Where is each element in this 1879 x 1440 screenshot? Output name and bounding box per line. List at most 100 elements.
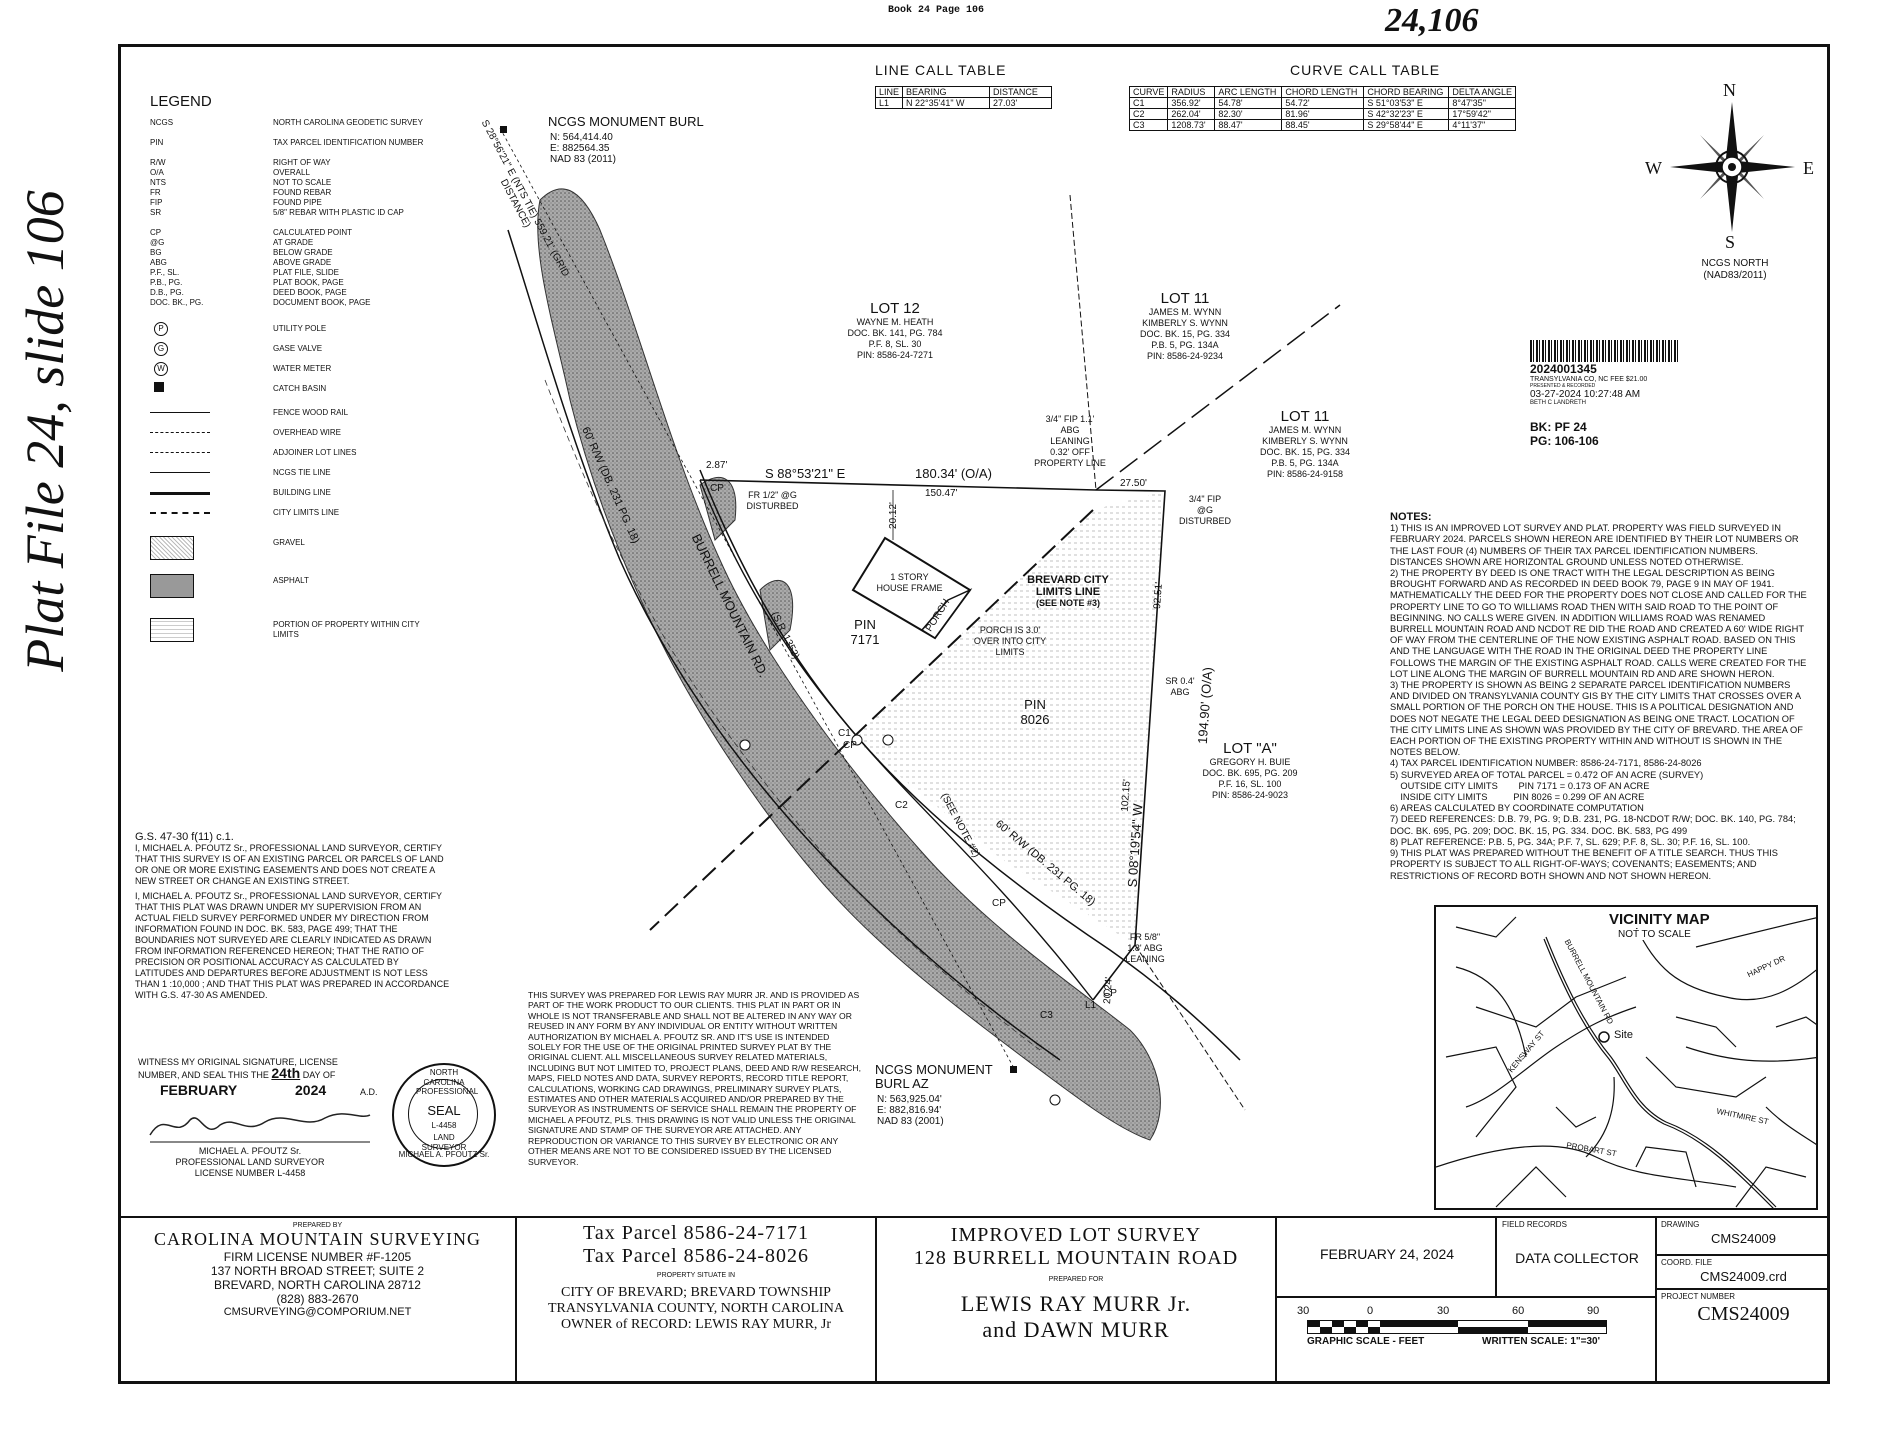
signature-icon	[149, 1113, 371, 1143]
legend-definition: AT GRADE	[273, 238, 314, 247]
witness-year: 2024	[295, 1082, 327, 1098]
legend-symbol-label: ADJOINER LOT LINES	[273, 448, 357, 457]
recording-number: 2024001345	[1530, 362, 1597, 376]
cp-label: CP	[992, 898, 1006, 909]
legend-definition: RIGHT OF WAY	[273, 158, 331, 167]
legend-abbrev: R/W	[150, 158, 166, 167]
legend-definition: PLAT BOOK, PAGE	[273, 278, 344, 287]
legend-definition: 5/8" REBAR WITH PLASTIC ID CAP	[273, 208, 404, 217]
legend-definition: FOUND PIPE	[273, 198, 322, 207]
firm-block: PREPARED BY CAROLINA MOUNTAIN SURVEYING …	[153, 1222, 482, 1318]
barcode-icon	[1530, 340, 1680, 362]
notes-list: 1) THIS IS AN IMPROVED LOT SURVEY AND PL…	[1390, 523, 1810, 882]
note-item: INSIDE CITY LIMITS PIN 8026 = 0.299 OF A…	[1390, 792, 1645, 803]
certification: G.S. 47-30 f(11) c.1. I, MICHAEL A. PFOU…	[135, 831, 450, 1001]
property-boundary	[699, 479, 1166, 1001]
curve-label: C3	[1040, 1010, 1053, 1021]
rw-line-right	[699, 469, 1241, 1061]
legend-symbol-label: WATER METER	[273, 364, 332, 373]
legend-symbol-label: GASE VALVE	[273, 344, 323, 353]
field-records-label: FIELD RECORDS	[1502, 1220, 1567, 1229]
graphic-scale-bar	[1307, 1320, 1607, 1334]
ncgs-burl-az-monument-icon	[1010, 1066, 1017, 1073]
legend-title: LEGEND	[150, 93, 212, 110]
ncgs-tie-line	[499, 127, 1016, 1071]
asphalt-swatch-icon	[150, 574, 194, 598]
ncgs-burl-datum: NAD 83 (2011)	[550, 154, 616, 165]
ncgs-burl-northing: N: 564,414.40	[550, 132, 613, 143]
gas-valve-icon: G	[154, 342, 168, 356]
fence-line-icon	[150, 412, 210, 413]
legend-definition: OVERALL	[273, 168, 310, 177]
asphalt-road	[537, 188, 1161, 1141]
city-limits-line	[649, 509, 1094, 931]
parcel-block: Tax Parcel 8586-24-7171 Tax Parcel 8586-…	[515, 1218, 875, 1383]
book-page-header: Book 24 Page 106	[888, 5, 985, 16]
line-label: L1	[1085, 1000, 1097, 1011]
legend-definition: NOT TO SCALE	[273, 178, 332, 187]
notes-title: NOTES:	[1390, 511, 1432, 523]
ncgs-burl-az-title: NCGS MONUMENT	[875, 1062, 993, 1077]
cp-label: CP	[710, 483, 724, 494]
adjoiner-line	[1134, 944, 1246, 1111]
surveyor-seal: NORTH CAROLINA PROFESSIONAL SEAL L-4458 …	[392, 1063, 496, 1167]
adjoiner-line-icon	[150, 452, 210, 453]
ncgs-burl-easting: E: 882564.35	[550, 143, 610, 154]
north-line-distance: 180.34' (O/A)	[915, 466, 992, 481]
overhead-wire	[544, 379, 1041, 1051]
survey-title-block: IMPROVED LOT SURVEY 128 BURRELL MOUNTAIN…	[875, 1218, 1275, 1383]
legend-abbrev: D.B., PG.	[150, 288, 184, 297]
legend-symbol-label: BUILDING LINE	[273, 488, 331, 497]
note-item: 1) THIS IS AN IMPROVED LOT SURVEY AND PL…	[1390, 523, 1802, 567]
curve-label: C2	[895, 800, 908, 811]
legend-symbol-label: CATCH BASIN	[273, 384, 327, 393]
recording-presented: PRESENTED & RECORDED	[1530, 383, 1596, 389]
north-line-bearing: S 88°53'21" E	[765, 466, 846, 481]
witness-ad: A.D.	[360, 1087, 378, 1097]
vicinity-title: VICINITY MAP	[1606, 911, 1713, 928]
note-item: 6) AREAS CALCULATED BY COORDINATE COMPUT…	[1390, 803, 1644, 814]
witness-statement: WITNESS MY ORIGINAL SIGNATURE, LICENSE N…	[138, 1057, 338, 1081]
north-arrow: N W E S NCGS NORTH (NAD83/2011)	[1645, 80, 1815, 281]
north-datum: (NAD83/2011)	[1703, 270, 1767, 281]
legend-definition: DOCUMENT BOOK, PAGE	[273, 298, 371, 307]
graphic-scale-caption: GRAPHIC SCALE - FEET	[1307, 1336, 1425, 1347]
sr-label: SR 0.4'ABG	[1165, 676, 1195, 697]
scale-tick-label: 90	[1587, 1305, 1600, 1317]
ncgs-burl-monument-icon	[500, 126, 507, 133]
city-limits-area	[855, 491, 1165, 945]
utility-pole-icon: P	[154, 322, 168, 336]
scale-tick-label: 30	[1297, 1305, 1310, 1317]
data-collector: DATA COLLECTOR	[1515, 1250, 1639, 1266]
note-item: 5) SURVEYED AREA OF TOTAL PARCEL = 0.472…	[1390, 769, 1704, 780]
scale-tick-label: 30	[1437, 1305, 1450, 1317]
note-item: 8) PLAT REFERENCE: P.B. 5, PG. 34A; P.F.…	[1390, 836, 1751, 847]
east-label: E	[1803, 158, 1814, 178]
adjoiner-line	[1069, 194, 1097, 491]
adjoiner-line	[1095, 304, 1341, 491]
west-label: W	[1645, 158, 1662, 178]
legend-definition: TAX PARCEL IDENTIFICATION NUMBER	[273, 138, 424, 147]
recording-book: BK: PF 24	[1530, 420, 1587, 434]
city-limits-line-icon	[150, 512, 210, 514]
catch-basin-icon	[154, 382, 164, 392]
vicinity-roads	[1436, 916, 1816, 1208]
ncgs-burl-az-northing: N: 563,925.04'	[877, 1094, 942, 1105]
note-item: OUTSIDE CITY LIMITS PIN 7171 = 0.173 OF …	[1390, 780, 1650, 791]
legend-definition: BELOW GRADE	[273, 248, 333, 257]
legend-abbrev: FR	[150, 188, 161, 197]
ncgs-tie-line-icon	[150, 472, 210, 473]
survey-date: FEBRUARY 24, 2024	[1319, 1246, 1455, 1262]
segment-10215: 102.15'	[1119, 778, 1133, 813]
segment-2750: 27.50'	[1120, 478, 1147, 489]
